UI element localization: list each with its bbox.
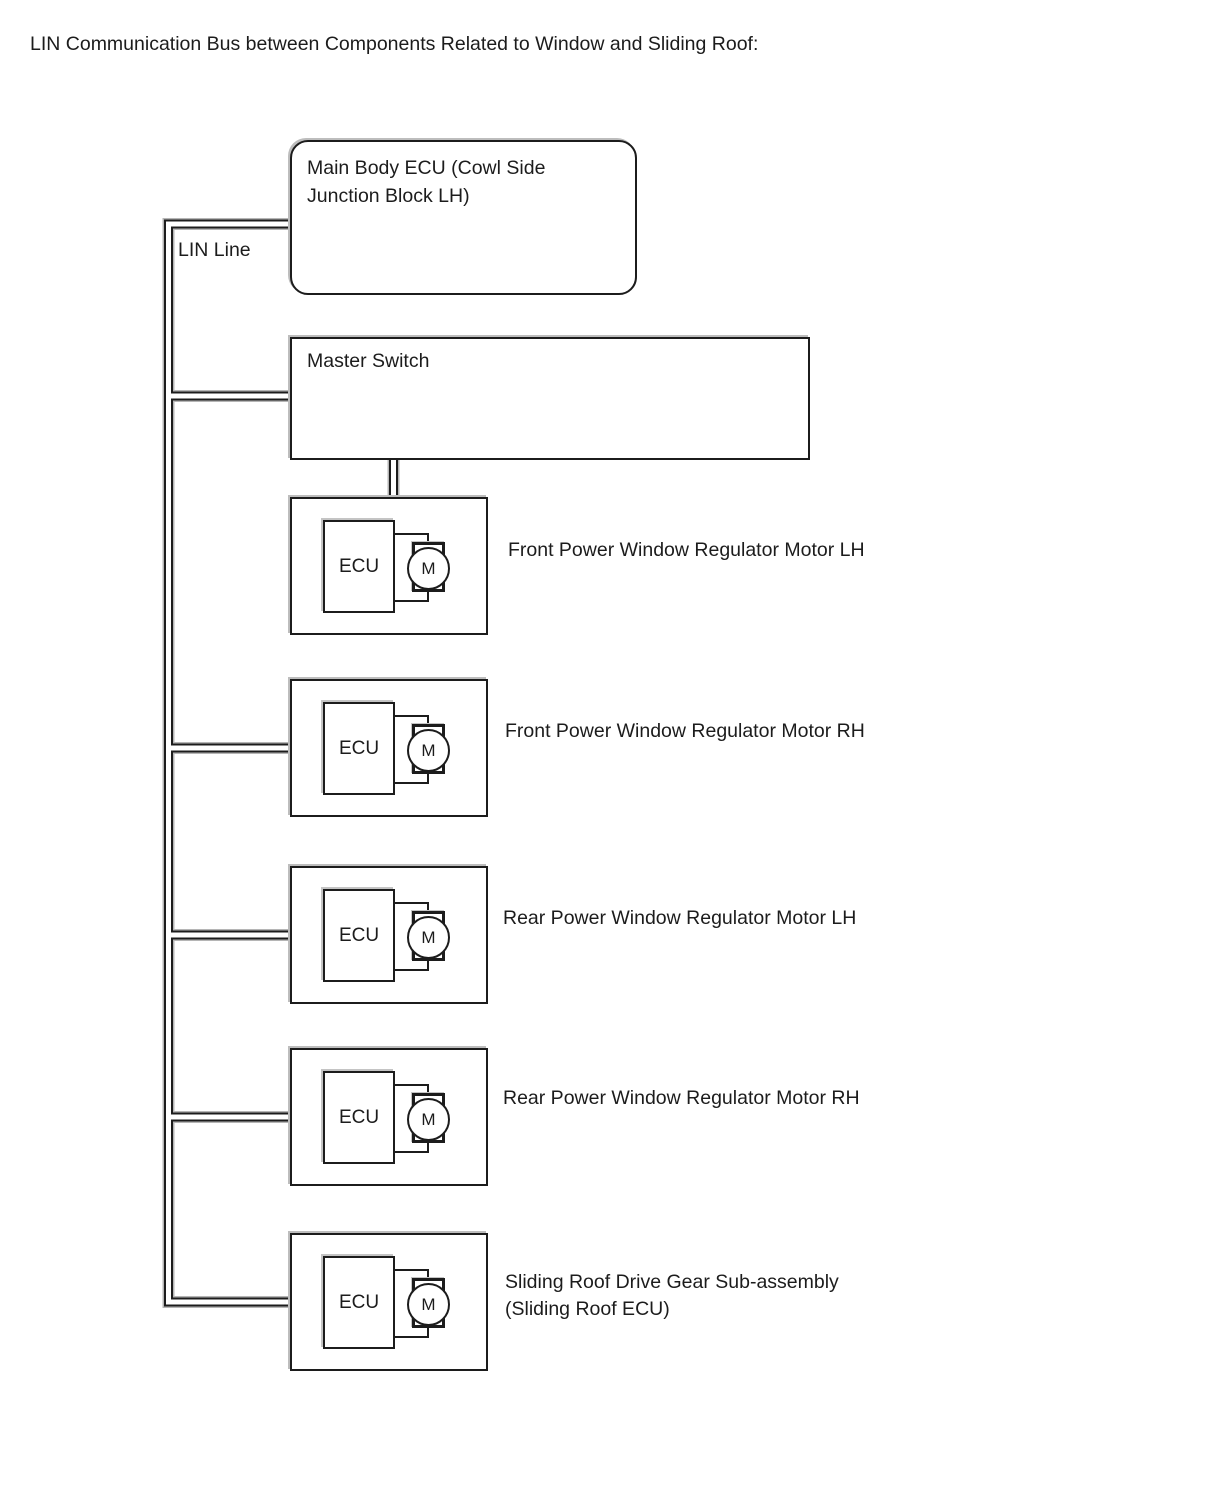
motor-label: M bbox=[421, 1294, 436, 1314]
module-sliding-roof-ecu: ECU M bbox=[290, 1233, 488, 1371]
ecu-label: ECU bbox=[338, 1291, 380, 1313]
module-rear-window-motor-lh: ECU M bbox=[290, 866, 488, 1004]
lin-line-label: LIN Line bbox=[178, 239, 251, 261]
motor-wire bbox=[427, 902, 429, 914]
motor-wire bbox=[395, 1084, 429, 1086]
motor-wire bbox=[427, 772, 429, 784]
motor-wire bbox=[427, 533, 429, 545]
motor-wire bbox=[395, 782, 429, 784]
motor-wire bbox=[427, 1084, 429, 1096]
ecu-label: ECU bbox=[338, 924, 380, 946]
motor-wire bbox=[395, 1269, 429, 1271]
caption-front-window-motor-lh: Front Power Window Regulator Motor LH bbox=[508, 539, 865, 561]
motor-icon: M bbox=[407, 1098, 450, 1141]
motor-wire bbox=[427, 959, 429, 971]
motor-label: M bbox=[421, 927, 436, 947]
bus-trunk bbox=[164, 219, 292, 1307]
ecu-box: ECU bbox=[323, 1256, 395, 1349]
caption-rear-window-motor-rh: Rear Power Window Regulator Motor RH bbox=[503, 1087, 860, 1109]
motor-wire bbox=[427, 1326, 429, 1338]
motor-icon: M bbox=[407, 729, 450, 772]
motor-icon: M bbox=[407, 547, 450, 590]
motor-wire bbox=[427, 1269, 429, 1281]
motor-wire bbox=[395, 600, 429, 602]
motor-wire bbox=[395, 715, 429, 717]
ecu-box: ECU bbox=[323, 520, 395, 613]
caption-sliding-roof-line2: (Sliding Roof ECU) bbox=[505, 1298, 670, 1320]
motor-label: M bbox=[421, 558, 436, 578]
node-main-body-ecu: Main Body ECU (Cowl Side Junction Block … bbox=[290, 140, 637, 295]
node-master-switch: Master Switch bbox=[290, 337, 810, 460]
motor-wire bbox=[395, 969, 429, 971]
main-body-ecu-label-line2: Junction Block LH) bbox=[307, 184, 470, 207]
caption-sliding-roof-ecu: Sliding Roof Drive Gear Sub-assembly (Sl… bbox=[505, 1269, 839, 1323]
motor-label: M bbox=[421, 1109, 436, 1129]
master-switch-label: Master Switch bbox=[307, 350, 430, 372]
motor-wire bbox=[395, 1151, 429, 1153]
ecu-box: ECU bbox=[323, 1071, 395, 1164]
caption-front-window-motor-rh: Front Power Window Regulator Motor RH bbox=[505, 720, 865, 742]
module-rear-window-motor-rh: ECU M bbox=[290, 1048, 488, 1186]
ecu-label: ECU bbox=[338, 1106, 380, 1128]
main-body-ecu-label-line1: Main Body ECU (Cowl Side bbox=[307, 157, 546, 179]
page-title: LIN Communication Bus between Components… bbox=[30, 33, 759, 55]
motor-wire bbox=[395, 1336, 429, 1338]
motor-icon: M bbox=[407, 1283, 450, 1326]
motor-wire bbox=[395, 902, 429, 904]
motor-wire bbox=[427, 715, 429, 727]
module-front-window-motor-rh: ECU M bbox=[290, 679, 488, 817]
module-front-window-motor-lh: ECU M bbox=[290, 497, 488, 635]
caption-sliding-roof-line1: Sliding Roof Drive Gear Sub-assembly bbox=[505, 1271, 839, 1293]
caption-rear-window-motor-lh: Rear Power Window Regulator Motor LH bbox=[503, 907, 857, 929]
ecu-box: ECU bbox=[323, 702, 395, 795]
motor-icon: M bbox=[407, 916, 450, 959]
ecu-box: ECU bbox=[323, 889, 395, 982]
ecu-label: ECU bbox=[338, 555, 380, 577]
motor-label: M bbox=[421, 740, 436, 760]
motor-wire bbox=[427, 590, 429, 602]
motor-wire bbox=[395, 533, 429, 535]
motor-wire bbox=[427, 1141, 429, 1153]
ecu-label: ECU bbox=[338, 737, 380, 759]
